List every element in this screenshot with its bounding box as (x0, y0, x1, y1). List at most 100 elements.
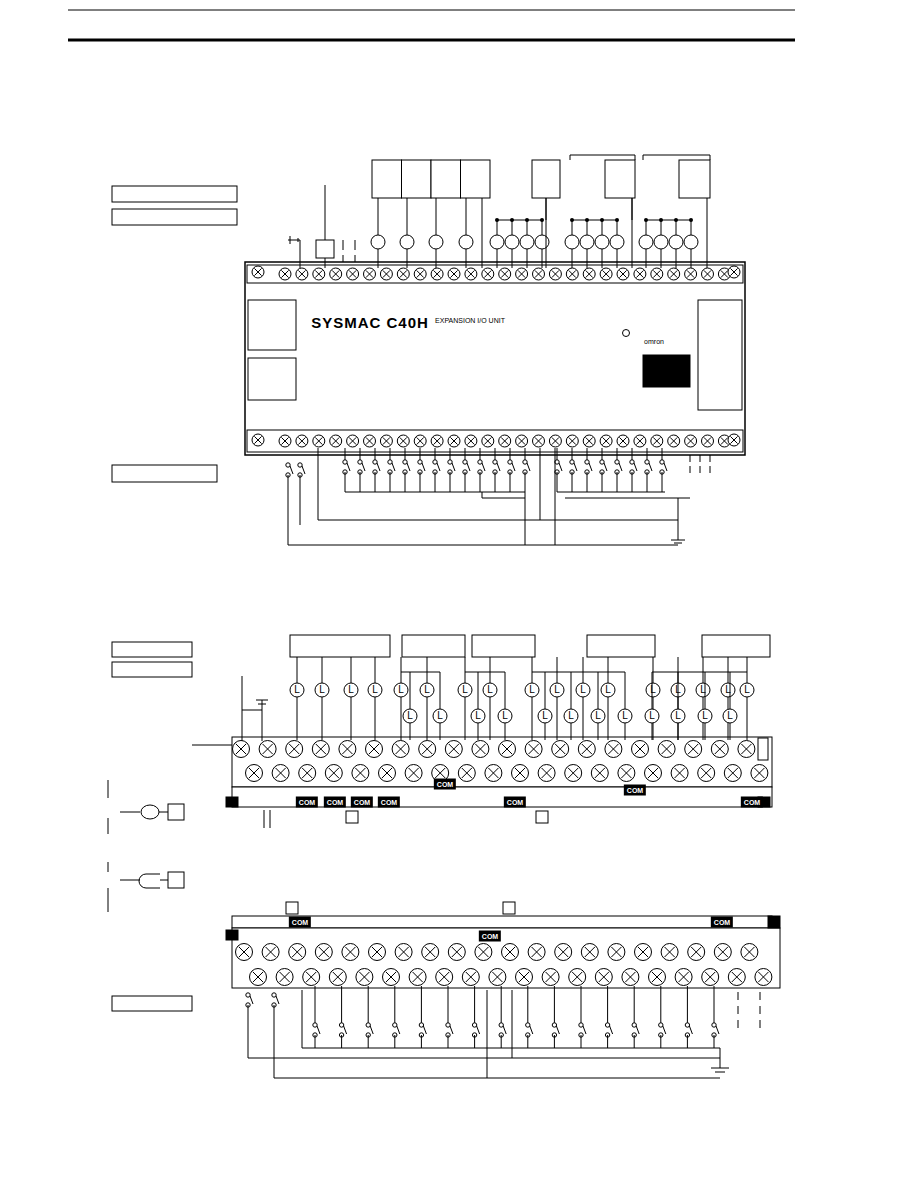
circle-symbol (233, 741, 250, 758)
wire (422, 744, 432, 754)
wire (652, 972, 662, 982)
circle-symbol (660, 460, 664, 464)
box-outline (112, 186, 237, 202)
circle-symbol (250, 969, 267, 986)
wire (315, 437, 322, 444)
wire (647, 472, 648, 492)
wire (492, 972, 502, 982)
circle-symbol (585, 460, 589, 464)
circle-symbol (634, 268, 646, 280)
wire (306, 972, 316, 982)
wire (68, 39, 795, 42)
circle-symbol (654, 235, 668, 249)
circle-symbol (632, 1023, 636, 1027)
wire (407, 198, 408, 235)
wire (276, 768, 286, 778)
wire (704, 270, 711, 277)
wire (474, 986, 475, 1025)
wire (760, 1006, 761, 1014)
wire (487, 990, 488, 1078)
box-outline (346, 811, 358, 823)
wire (583, 657, 584, 683)
wire (585, 947, 595, 957)
wire (595, 768, 605, 778)
wire (292, 947, 302, 957)
circle-symbol (499, 741, 516, 758)
circle-symbol (595, 969, 612, 986)
circle-symbol (608, 944, 625, 961)
wire (687, 270, 694, 277)
wire (502, 744, 512, 754)
box-outline (112, 209, 237, 225)
circle-symbol (462, 969, 479, 986)
wire (535, 437, 542, 444)
wire (332, 437, 339, 444)
wire (236, 744, 246, 754)
wire (462, 768, 472, 778)
load-letter: L (595, 711, 601, 721)
circle-symbol (651, 435, 663, 447)
wire (484, 437, 491, 444)
wire (732, 972, 742, 982)
wire (378, 249, 379, 268)
wire (281, 270, 288, 277)
wire (355, 768, 365, 778)
wire (687, 437, 694, 444)
wire (248, 1058, 720, 1059)
common-terminal-label: COM (378, 797, 400, 808)
wire (721, 437, 728, 444)
load-letter: L (502, 711, 508, 721)
wire (691, 249, 692, 268)
wire (653, 270, 660, 277)
load-letter: L (725, 685, 731, 695)
wire (602, 472, 603, 492)
wire (434, 270, 441, 277)
wire (552, 437, 559, 444)
circle-symbol (528, 944, 545, 961)
wire (646, 220, 647, 235)
wire (465, 657, 466, 683)
load-letter: L (475, 711, 481, 721)
wire (545, 672, 546, 709)
wire (383, 270, 390, 277)
circle-symbol (565, 235, 579, 249)
circle-symbol (296, 435, 308, 447)
common-terminal-label: COM (711, 917, 733, 928)
circle-symbol (397, 435, 409, 447)
wire (545, 723, 546, 740)
wire (598, 723, 599, 740)
circle-symbol (610, 235, 624, 249)
wire (396, 744, 406, 754)
wire (484, 437, 491, 444)
wire (325, 185, 326, 240)
wire (638, 947, 648, 957)
wire (370, 1026, 373, 1034)
wire (306, 972, 316, 982)
wire (532, 657, 533, 683)
wire (450, 437, 457, 444)
wire (552, 270, 559, 277)
circle-symbol (448, 944, 465, 961)
wire (276, 996, 279, 1004)
load-letter: L (554, 685, 560, 695)
circle-symbol (685, 268, 697, 280)
wire (298, 270, 305, 277)
wire (342, 744, 352, 754)
wire (466, 249, 467, 268)
box-outline (605, 160, 635, 198)
circle-symbol (315, 683, 329, 697)
unit-marking: SYSMAC C40H (311, 315, 429, 330)
circle-symbol (364, 435, 376, 447)
wire (349, 437, 356, 444)
wire (653, 270, 660, 277)
box-outline (112, 465, 217, 482)
circle-symbol (325, 765, 342, 782)
wire (482, 492, 483, 498)
circle-symbol (601, 683, 615, 697)
wire (490, 657, 491, 683)
wire (501, 270, 508, 277)
wire (670, 437, 677, 444)
circle-symbol (493, 460, 497, 464)
circle-symbol (276, 969, 293, 986)
